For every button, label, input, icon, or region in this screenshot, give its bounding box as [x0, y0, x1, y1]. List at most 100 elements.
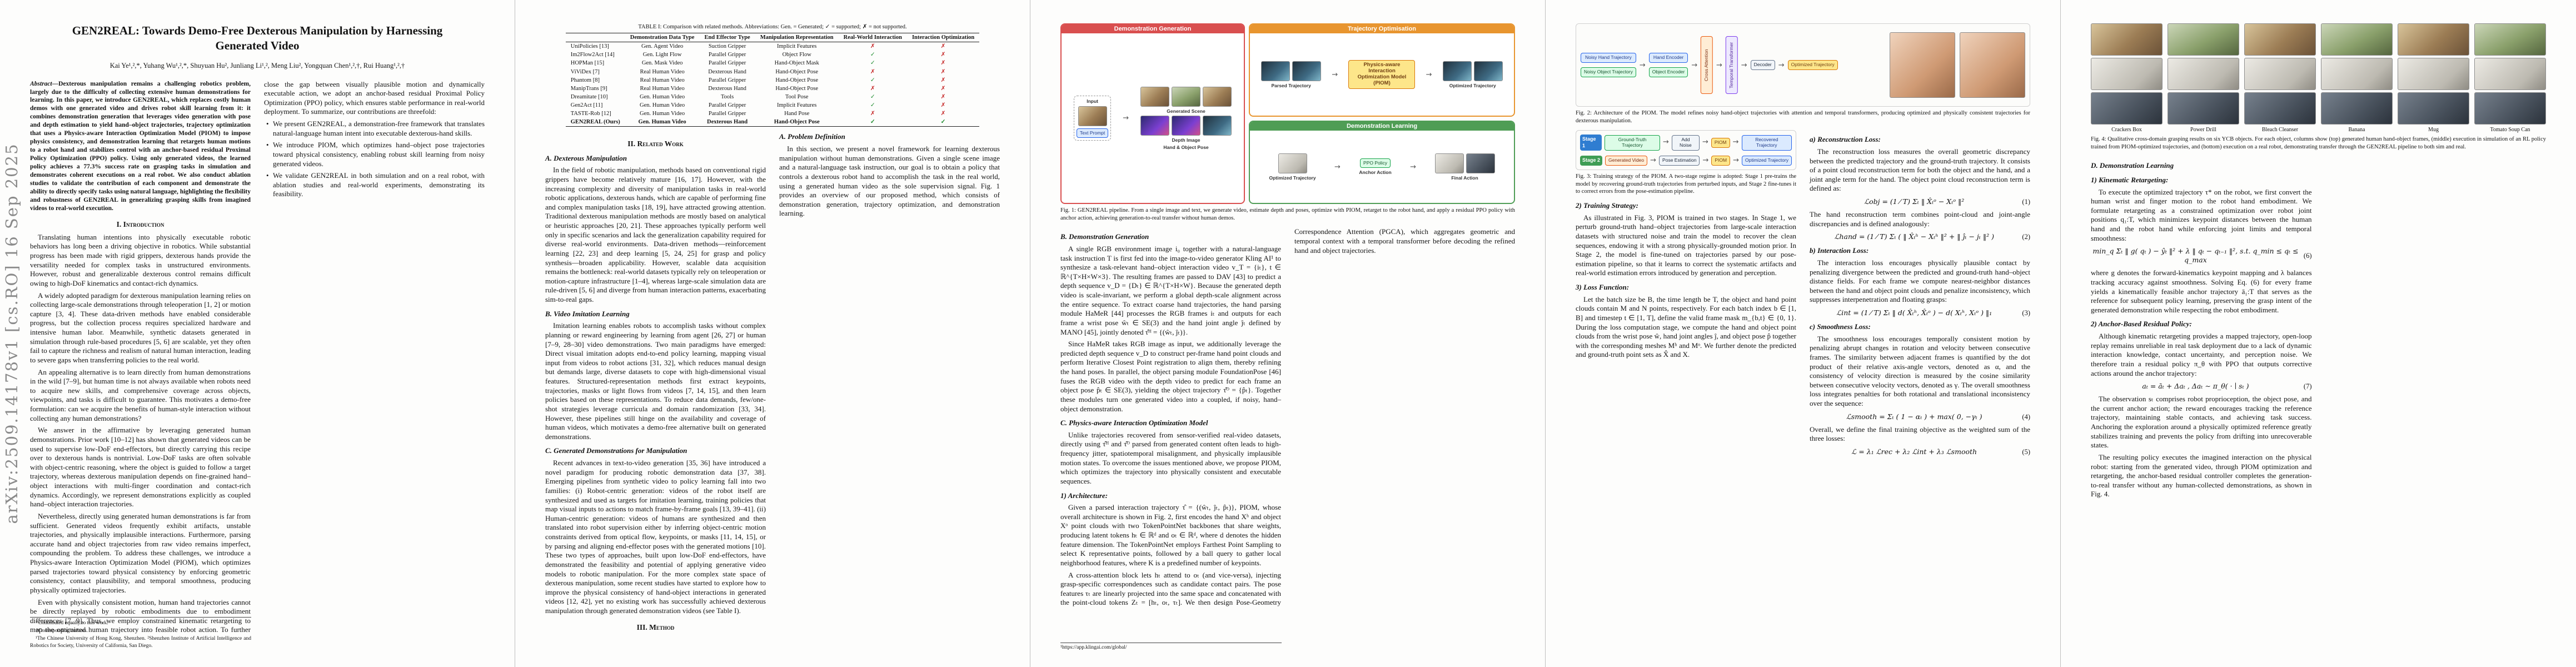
- table-cell: ✗: [870, 68, 875, 75]
- subsection-dexterous-manipulation: A. Dexterous Manipulation: [545, 153, 627, 162]
- table-cell: ✓: [870, 93, 875, 100]
- table-cell: Parallel Gripper: [708, 111, 746, 117]
- footnote: *Contributed equally to this work.: [36, 620, 108, 626]
- object-column: Tomato Soup Can: [2474, 23, 2546, 133]
- abstract-label: Abstract—: [30, 80, 59, 87]
- table-cell: TASTE-Rob [12]: [570, 111, 611, 117]
- body-paragraph: The reconstruction loss measures the ove…: [1810, 147, 2030, 193]
- table-cell: Hand-Object Pose: [775, 68, 819, 75]
- optimized-trajectory-chip: Optimized Trajectory: [1742, 156, 1792, 166]
- col-header: End Effector Type: [699, 32, 755, 43]
- equation-1: ℒobj = (1 ⁄ T) Σₜ ‖ X̂ₜᵒ − Xₜᵒ ‖² (1): [1810, 197, 2030, 206]
- hand-render-image: [1890, 32, 1955, 98]
- final-action-thumbnail: [1466, 153, 1495, 173]
- subsubsection-loss-function: 3) Loss Function:: [1576, 283, 1630, 291]
- author-list: Kai Ye¹,²,*, Yuhang Wu¹,²,*, Shuyuan Hu²…: [109, 61, 405, 69]
- col-header: [565, 32, 625, 43]
- final-action-thumbnail: [1434, 153, 1464, 173]
- equation-body: aₜ = āₜ + Δaₜ , Δaₜ ∼ π_θ( · ∣ sₜ ): [2142, 382, 2249, 391]
- equation-4: ℒsmooth = Σₜ ( 1 − αₜ ) + max( 0, −γₜ )(…: [1810, 412, 2030, 421]
- generated-frame-photo: [2474, 23, 2546, 56]
- section-related-work: II. Related Work: [627, 140, 684, 148]
- table-cell: Implicit Features: [776, 102, 817, 108]
- generated-frame-photo: [2398, 23, 2469, 56]
- subsection-demo-generation: B. Demonstration Generation: [1060, 232, 1149, 241]
- equation-6: min_q Σₜ ‖ g( qₜ ) − ŷₜ ‖² + λ ‖ qₜ − qₜ…: [2091, 247, 2311, 265]
- col-header: Real-World Interaction: [838, 32, 907, 43]
- parsed-trajectory-thumbnail: [1261, 61, 1291, 81]
- piom-chip: PIOM: [1711, 137, 1730, 148]
- equation-body: min_q Σₜ ‖ g( qₜ ) − ŷₜ ‖² + λ ‖ qₜ − qₜ…: [2092, 247, 2299, 265]
- equation-number: (3): [2022, 309, 2030, 317]
- table-cell: HOPMan [15]: [570, 60, 605, 67]
- optimized-trajectory-label: Optimized Trajectory: [1269, 175, 1316, 181]
- abstract-text: Dexterous manipulation remains a challen…: [30, 80, 251, 212]
- arrow-right-icon: →: [1702, 138, 1708, 147]
- body-paragraph: Although kinematic retargeting provides …: [2091, 332, 2312, 377]
- table-cell: ✗: [940, 68, 946, 75]
- real-robot-photo: [2091, 92, 2163, 125]
- optimized-input-group: Optimized Trajectory: [1269, 153, 1316, 181]
- object-column: Crackers Box: [2091, 23, 2163, 133]
- paragraph-interaction-loss: b) Interaction Loss:: [1810, 246, 1869, 255]
- optimized-trajectory-label: Optimized Trajectory: [1449, 82, 1496, 88]
- object-label: Tomato Soup Can: [2490, 127, 2530, 133]
- table-cell: Gen. Human Video: [640, 93, 685, 100]
- cross-attention-box: Cross Attention: [1701, 36, 1713, 94]
- simulation-photo: [2168, 58, 2239, 90]
- arrow-right-icon: →: [1332, 70, 1338, 79]
- real-robot-photo: [2474, 92, 2546, 125]
- equation-body: ℒsmooth = Σₜ ( 1 − αₜ ) + max( 0, −γₜ ): [1846, 412, 1982, 421]
- table-cell: Hand-Object Pose: [755, 118, 839, 127]
- page-5: Crackers Box Power Drill Bleach Cleanser: [2061, 0, 2576, 667]
- intro-paragraph: A widely adopted paradigm for dexterous …: [30, 291, 251, 364]
- parsed-trajectory-label: Parsed Trajectory: [1271, 82, 1311, 88]
- paragraph-smoothness-loss: c) Smoothness Loss:: [1810, 322, 1871, 331]
- table-cell: ✗: [940, 77, 946, 83]
- page4-right-column: a) Reconstruction Loss: The reconstructi…: [1810, 130, 2030, 633]
- generated-frame-photo: [2091, 23, 2163, 56]
- body-paragraph: The resulting policy executes the imagin…: [2091, 452, 2312, 499]
- noisy-object-chip: Noisy Object Trajectory: [1581, 67, 1636, 77]
- panel-title: Trajectory Optimisation: [1250, 24, 1514, 33]
- optimized-trajectory-thumbnail: [1473, 61, 1503, 81]
- arrow-right-icon: →: [1732, 138, 1739, 147]
- equation-body: ℒint = (1 ⁄ T) Σₜ ‖ d( X̂ₜʰ, X̂ₜᵒ ) − d(…: [1836, 308, 1992, 317]
- footnote: †Corresponding authors.: [36, 628, 88, 634]
- page-4: Noisy Hand Trajectory Noisy Object Traje…: [1546, 0, 2061, 667]
- final-action-label: Final Action: [1451, 175, 1478, 181]
- generated-video-chip: Generated Video: [1605, 156, 1648, 166]
- equation-7: aₜ = āₜ + Δaₜ , Δaₜ ∼ π_θ( · ∣ sₜ ) (7): [2091, 382, 2312, 391]
- arrow-right-icon: →: [1426, 70, 1432, 79]
- equation-body: ℒobj = (1 ⁄ T) Σₜ ‖ X̂ₜᵒ − Xₜᵒ ‖²: [1864, 197, 1965, 206]
- page3-body: B. Demonstration Generation A single RGB…: [1060, 227, 1515, 616]
- equation-3: ℒint = (1 ⁄ T) Σₜ ‖ d( X̂ₜʰ, X̂ₜᵒ ) − d(…: [1810, 308, 2030, 317]
- scene-image-thumbnail: [1078, 106, 1107, 126]
- body-paragraph: As illustrated in Fig. 3, PIOM is traine…: [1576, 213, 1796, 277]
- equation-5: ℒ = λ₁ ℒrec + λ₂ ℒint + λ₃ ℒsmooth(5): [1810, 447, 2030, 456]
- table-cell: ✓: [870, 102, 875, 108]
- real-robot-photo: [2398, 92, 2469, 125]
- object-label: Banana: [2348, 127, 2365, 133]
- col-header: Manipulation Representation: [755, 32, 839, 43]
- table-1-caption: TABLE I: Comparison with related methods…: [638, 24, 907, 30]
- table-cell: Parallel Gripper: [708, 52, 746, 58]
- object-column: Power Drill: [2168, 23, 2239, 133]
- page2-body: II. Related Work A. Dexterous Manipulati…: [545, 132, 1000, 638]
- hand-encoder-box: Hand Encoder: [1648, 53, 1688, 63]
- table-cell: Dreamitate [10]: [570, 93, 608, 100]
- kling-footnote: ¹https://app.klingai.com/global/: [1060, 643, 1282, 650]
- demonstration-generation-panel: Demonstration Generation Input Text Prom…: [1060, 23, 1245, 204]
- arrow-right-icon: →: [1702, 156, 1709, 165]
- generated-frame-thumbnail: [1203, 86, 1232, 107]
- page-3: Demonstration Generation Input Text Prom…: [1030, 0, 1546, 667]
- equation-number: (1): [2022, 198, 2030, 206]
- trajectory-optimisation-panel: Trajectory Optimisation Parsed Trajector…: [1249, 23, 1515, 117]
- equation-number: (7): [2303, 382, 2312, 391]
- arrow-right-icon: →: [1639, 61, 1646, 69]
- simulation-photo: [2091, 58, 2163, 90]
- figure-2-caption: Fig. 2: Architecture of the PIOM. The mo…: [1576, 110, 2030, 124]
